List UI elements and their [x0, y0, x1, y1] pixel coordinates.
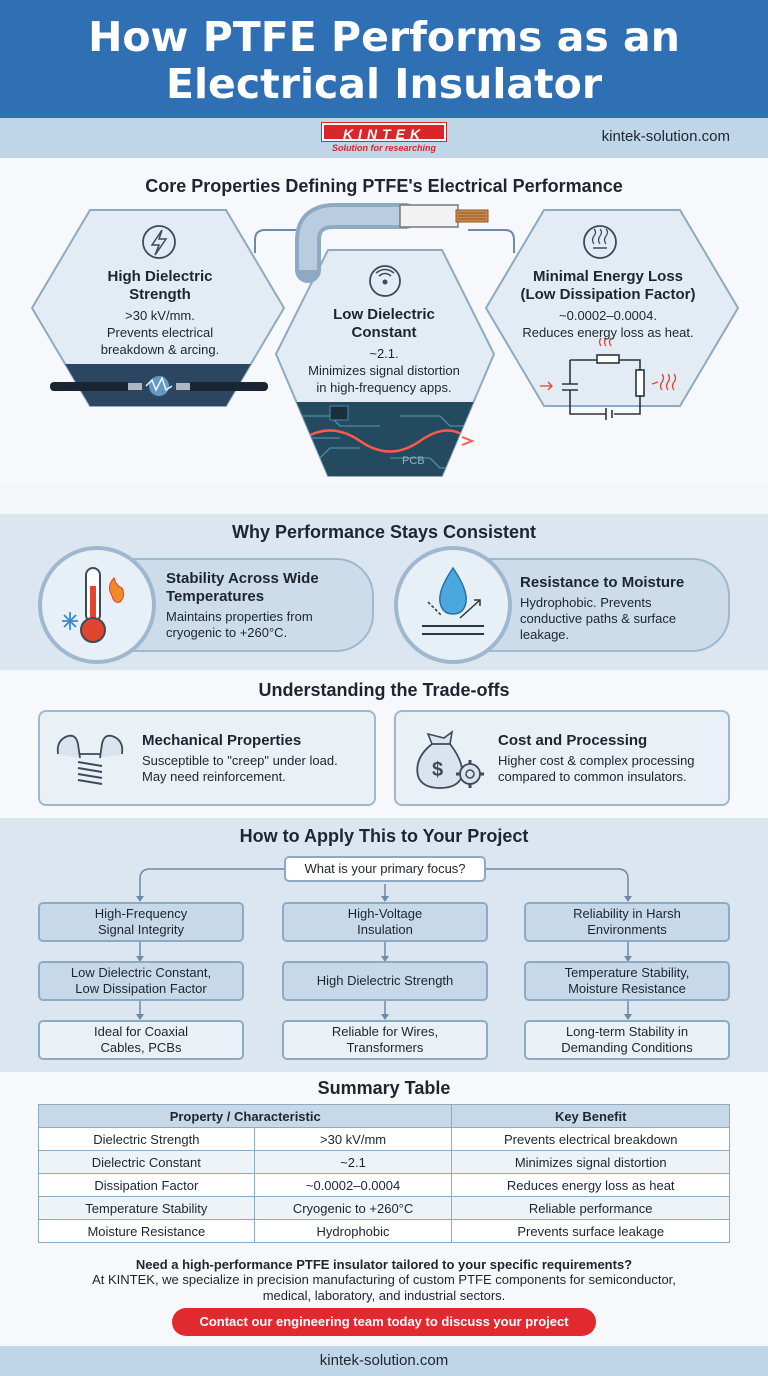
cell-property: Moisture Resistance	[38, 1219, 255, 1243]
energy-loss-title: Minimal Energy Loss(Low Dissipation Fact…	[520, 268, 696, 303]
summary-table: Property / Characteristic Key Benefit Di…	[37, 1104, 730, 1243]
cell-property: Dielectric Strength	[38, 1127, 255, 1151]
cell-value: ~2.1	[253, 1150, 453, 1174]
cost-title: Cost and Processing	[498, 732, 648, 749]
table-row: Dielectric Strength >30 kV/mm Prevents e…	[38, 1127, 730, 1151]
site-link-top[interactable]: kintek-solution.com	[601, 128, 730, 145]
energy-loss-text: Minimal Energy Loss(Low Dissipation Fact…	[508, 268, 708, 341]
result-box-voltage: Reliable for Wires,Transformers	[282, 1020, 488, 1060]
cell-benefit: Prevents electrical breakdown	[451, 1127, 730, 1151]
heat-icon	[583, 225, 617, 259]
header-benefit: Key Benefit	[451, 1104, 730, 1128]
logo-tagline: Solution for researching	[331, 143, 436, 153]
mechanical-text: Mechanical Properties Susceptible to "cr…	[142, 732, 372, 785]
apply-title: How to Apply This to Your Project	[239, 826, 529, 846]
water-drop-badge	[394, 546, 512, 664]
table-row: Temperature Stability Cryogenic to +260°…	[38, 1196, 730, 1220]
lightning-icon	[142, 225, 176, 259]
moisture-title: Resistance to Moisture	[520, 574, 685, 591]
energy-loss-desc: Reduces energy loss as heat.	[522, 325, 694, 340]
cell-value: ~0.0002–0.0004	[253, 1173, 453, 1197]
mechanical-title: Mechanical Properties	[142, 732, 302, 749]
thermometer-badge	[38, 546, 156, 664]
cable-illustration	[295, 203, 489, 283]
need-box-signal: Low Dielectric Constant,Low Dissipation …	[38, 961, 244, 1001]
hex-energy-loss	[484, 209, 740, 407]
need-box-harsh: Temperature Stability,Moisture Resistanc…	[524, 961, 730, 1001]
pcb-illustration: PCB	[276, 402, 494, 476]
signal-icon	[369, 265, 401, 297]
cell-benefit: Minimizes signal distortion	[451, 1150, 730, 1174]
cta-body: At KINTEK, we specialize in precision ma…	[92, 1272, 676, 1303]
core-properties-title: Core Properties Defining PTFE's Electric…	[145, 176, 623, 196]
cell-benefit: Reliable performance	[451, 1196, 730, 1220]
contact-engineering-button[interactable]: Contact our engineering team today to di…	[172, 1308, 596, 1336]
summary-title: Summary Table	[317, 1078, 451, 1098]
cta-question: Need a high-performance PTFE insulator t…	[135, 1257, 633, 1272]
cost-card: $ Cost and Processing Higher cost & comp…	[394, 710, 730, 806]
svg-text:$: $	[432, 759, 443, 781]
need-box-voltage: High Dielectric Strength	[282, 961, 488, 1001]
table-row: Moisture Resistance Hydrophobic Prevents…	[38, 1219, 730, 1243]
cell-property: Dissipation Factor	[38, 1173, 255, 1197]
kintek-logo[interactable]: KINTEK Solution for researching	[321, 122, 447, 153]
mechanical-card: Mechanical Properties Susceptible to "cr…	[38, 710, 376, 806]
site-link-footer[interactable]: kintek-solution.com	[319, 1352, 449, 1369]
fire-icon	[108, 577, 125, 603]
decision-flow-connectors	[136, 868, 632, 1020]
circuit-illustration	[562, 354, 645, 420]
water-drop-icon	[422, 566, 484, 635]
cell-benefit: Prevents surface leakage	[451, 1219, 730, 1243]
mechanical-desc: Susceptible to "creep" under load.May ne…	[142, 753, 338, 784]
cost-text: Cost and Processing Higher cost & comple…	[498, 732, 728, 785]
primary-focus-question: What is your primary focus?	[284, 856, 486, 882]
cell-property: Temperature Stability	[38, 1196, 255, 1220]
thermometer-icon	[62, 567, 125, 643]
money-bag-gear-icon: $	[416, 730, 484, 789]
cell-property: Dielectric Constant	[38, 1150, 255, 1174]
energy-loss-value: ~0.0002–0.0004.	[559, 308, 657, 323]
tradeoffs-title: Understanding the Trade-offs	[258, 680, 510, 700]
spring-arm-icon	[56, 734, 124, 785]
header-property: Property / Characteristic	[37, 1104, 453, 1128]
table-header-row: Property / Characteristic Key Benefit	[37, 1104, 730, 1128]
pcb-label: PCB	[402, 455, 425, 467]
dielectric-strength-value: >30 kV/mm.	[125, 308, 195, 323]
cell-benefit: Reduces energy loss as heat	[451, 1173, 730, 1197]
cell-value: Cryogenic to +260°C	[253, 1196, 453, 1220]
dielectric-constant-value: ~2.1.	[369, 346, 399, 361]
snowflake-icon	[62, 612, 78, 630]
table-row: Dissipation Factor ~0.0002–0.0004 Reduce…	[38, 1173, 730, 1197]
cell-value: Hydrophobic	[253, 1219, 453, 1243]
core-properties-graphics: PCB	[30, 203, 740, 477]
footer: kintek-solution.com	[0, 1346, 768, 1376]
arcing-wires-illustration	[40, 364, 280, 406]
logo-wordmark: KINTEK	[321, 122, 447, 142]
table-row: Dielectric Constant ~2.1 Minimizes signa…	[38, 1150, 730, 1174]
heat-waves-icon	[540, 337, 677, 391]
moisture-card-text: Resistance to Moisture Hydrophobic. Prev…	[520, 574, 720, 643]
consistency-title: Why Performance Stays Consistent	[231, 522, 537, 542]
cell-value: >30 kV/mm	[253, 1127, 453, 1151]
